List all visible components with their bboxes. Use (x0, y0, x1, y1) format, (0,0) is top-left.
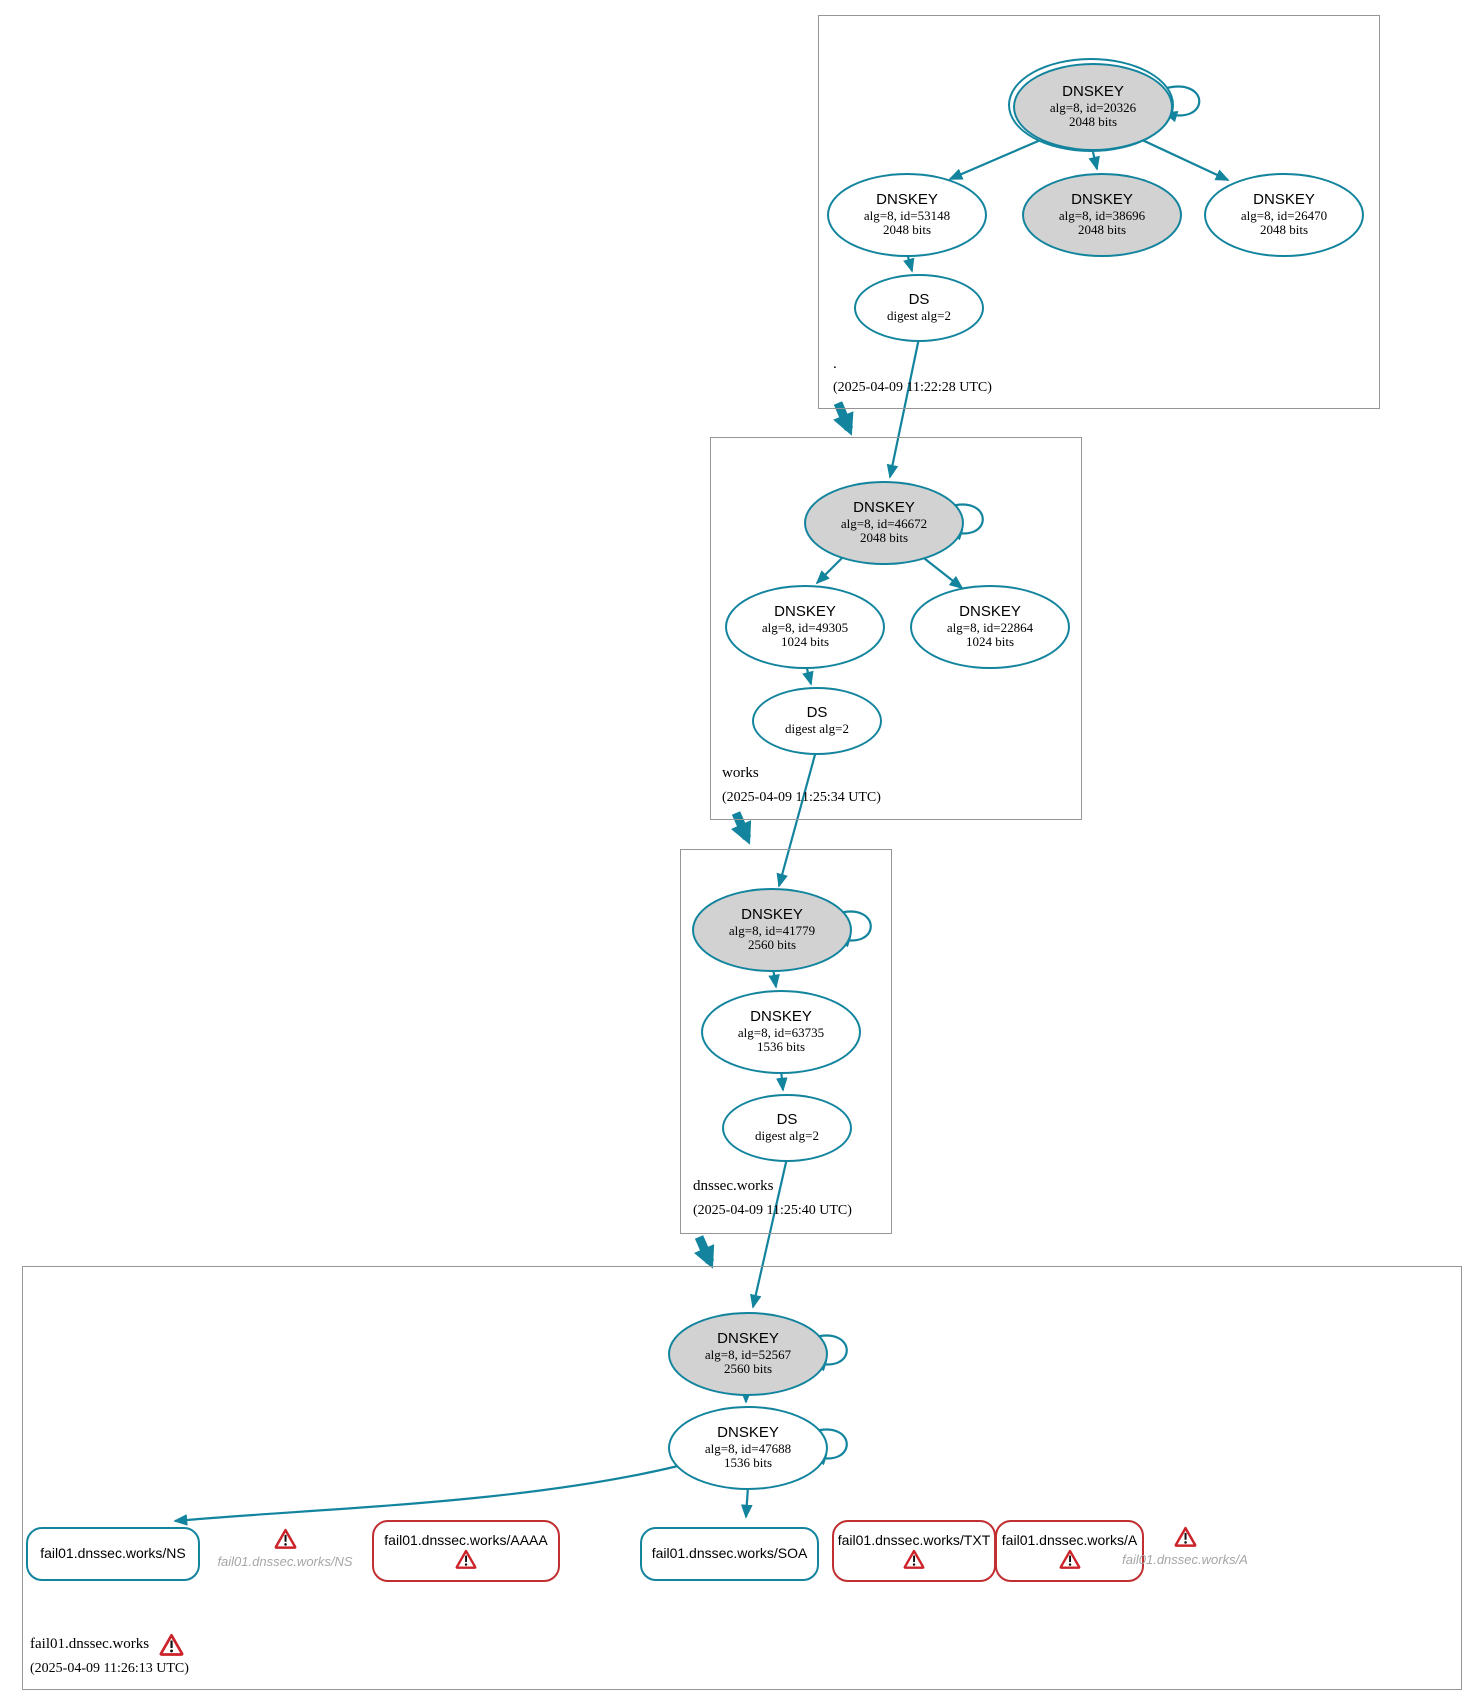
node-detail: alg=8, id=63735 (737, 1024, 825, 1040)
node-title: DNSKEY (876, 191, 938, 209)
zone-label-row: fail01.dnssec.works (30, 1633, 184, 1656)
warning-icon (455, 1549, 477, 1569)
dnskey-49305[interactable]: DNSKEY alg=8, id=49305 1024 bits (725, 585, 885, 669)
zone-label: dnssec.works (693, 1178, 774, 1194)
dnskey-52567[interactable]: DNSKEY alg=8, id=52567 2560 bits (668, 1312, 828, 1396)
dnskey-38696[interactable]: DNSKEY alg=8, id=38696 2048 bits (1022, 173, 1182, 257)
warning-icon (159, 1633, 184, 1656)
dnskey-41779[interactable]: DNSKEY alg=8, id=41779 2560 bits (692, 888, 852, 972)
rrset-label: fail01.dnssec.works/SOA (651, 1545, 808, 1562)
rrset-label: fail01.dnssec.works/AAAA (384, 1532, 548, 1549)
zone-box-dnssec-works (680, 849, 892, 1234)
node-title: DNSKEY (1253, 191, 1315, 209)
node-title: DNSKEY (1071, 191, 1133, 209)
zone-timestamp: (2025-04-09 11:25:40 UTC) (693, 1203, 852, 1218)
zone-label: works (722, 765, 759, 781)
node-title: DNSKEY (717, 1424, 779, 1442)
ghost-rrset-label: fail01.dnssec.works/A (1122, 1552, 1248, 1567)
node-detail: alg=8, id=26470 (1240, 207, 1328, 223)
node-title: DS (806, 704, 828, 722)
dnskey-node: DNSKEY alg=8, id=20326 2048 bits (1013, 63, 1173, 151)
dnskey-53148[interactable]: DNSKEY alg=8, id=53148 2048 bits (827, 173, 987, 257)
zone-label: fail01.dnssec.works (30, 1636, 150, 1652)
node-bits: 2560 bits (747, 937, 797, 953)
node-bits: 2048 bits (1077, 222, 1127, 238)
ds-node-root[interactable]: DS digest alg=2 (854, 274, 984, 342)
node-title: DNSKEY (1062, 83, 1124, 101)
ds-node-works[interactable]: DS digest alg=2 (752, 687, 882, 755)
node-title: DNSKEY (959, 603, 1021, 621)
node-detail: alg=8, id=49305 (761, 619, 849, 635)
rrset-soa[interactable]: fail01.dnssec.works/SOA (640, 1527, 819, 1581)
rrset-a[interactable]: fail01.dnssec.works/A (995, 1520, 1144, 1582)
node-bits: 2048 bits (859, 530, 909, 546)
node-detail: alg=8, id=53148 (863, 207, 951, 223)
dnskey-47688[interactable]: DNSKEY alg=8, id=47688 1536 bits (668, 1406, 828, 1490)
node-bits: 2048 bits (1068, 114, 1118, 130)
node-detail: alg=8, id=38696 (1058, 207, 1146, 223)
zone-timestamp: (2025-04-09 11:25:34 UTC) (722, 790, 881, 805)
node-bits: 1024 bits (780, 634, 830, 650)
node-detail: alg=8, id=46672 (840, 515, 928, 531)
node-bits: 1536 bits (756, 1039, 806, 1055)
zone-timestamp: (2025-04-09 11:22:28 UTC) (833, 380, 992, 395)
node-title: DS (908, 291, 930, 309)
node-bits: 2048 bits (1259, 222, 1309, 238)
zone-box-fail01 (22, 1266, 1462, 1690)
node-bits: 2560 bits (723, 1361, 773, 1377)
warning-icon (274, 1528, 297, 1549)
node-detail: alg=8, id=47688 (704, 1440, 792, 1456)
zone-label: . (833, 356, 837, 372)
dnskey-63735[interactable]: DNSKEY alg=8, id=63735 1536 bits (701, 990, 861, 1074)
dnskey-46672[interactable]: DNSKEY alg=8, id=46672 2048 bits (804, 481, 964, 565)
rrset-aaaa[interactable]: fail01.dnssec.works/AAAA (372, 1520, 560, 1582)
rrset-ns[interactable]: fail01.dnssec.works/NS (26, 1527, 200, 1581)
node-detail: alg=8, id=41779 (728, 922, 816, 938)
rrset-txt[interactable]: fail01.dnssec.works/TXT (832, 1520, 996, 1582)
node-title: DNSKEY (750, 1008, 812, 1026)
node-detail: alg=8, id=52567 (704, 1346, 792, 1362)
node-detail: digest alg=2 (886, 308, 952, 324)
node-detail: alg=8, id=20326 (1049, 99, 1137, 115)
dnskey-22864[interactable]: DNSKEY alg=8, id=22864 1024 bits (910, 585, 1070, 669)
dnskey-26470[interactable]: DNSKEY alg=8, id=26470 2048 bits (1204, 173, 1364, 257)
node-title: DNSKEY (774, 603, 836, 621)
node-title: DS (776, 1111, 798, 1129)
node-detail: digest alg=2 (784, 721, 850, 737)
rrset-label: fail01.dnssec.works/TXT (837, 1532, 991, 1549)
zone-timestamp: (2025-04-09 11:26:13 UTC) (30, 1661, 189, 1676)
warning-icon (903, 1549, 925, 1569)
warning-icon (1059, 1549, 1080, 1569)
warning-icon (1174, 1526, 1197, 1547)
node-bits: 1024 bits (965, 634, 1015, 650)
dnskey-ksk-20326[interactable]: DNSKEY alg=8, id=20326 2048 bits (1008, 58, 1174, 152)
node-title: DNSKEY (741, 906, 803, 924)
delegation-arrow (694, 1235, 715, 1269)
ghost-rrset-label: fail01.dnssec.works/NS (217, 1554, 353, 1569)
node-title: DNSKEY (853, 499, 915, 517)
node-detail: alg=8, id=22864 (946, 619, 1034, 635)
node-title: DNSKEY (717, 1330, 779, 1348)
ds-node-dnssec-works[interactable]: DS digest alg=2 (722, 1094, 852, 1162)
node-detail: digest alg=2 (754, 1128, 820, 1144)
rrset-label: fail01.dnssec.works/NS (40, 1545, 186, 1562)
node-bits: 2048 bits (882, 222, 932, 238)
rrset-label: fail01.dnssec.works/A (1001, 1532, 1138, 1549)
zone-box-works (710, 437, 1082, 820)
node-bits: 1536 bits (723, 1455, 773, 1471)
zone-box-root (818, 15, 1380, 409)
